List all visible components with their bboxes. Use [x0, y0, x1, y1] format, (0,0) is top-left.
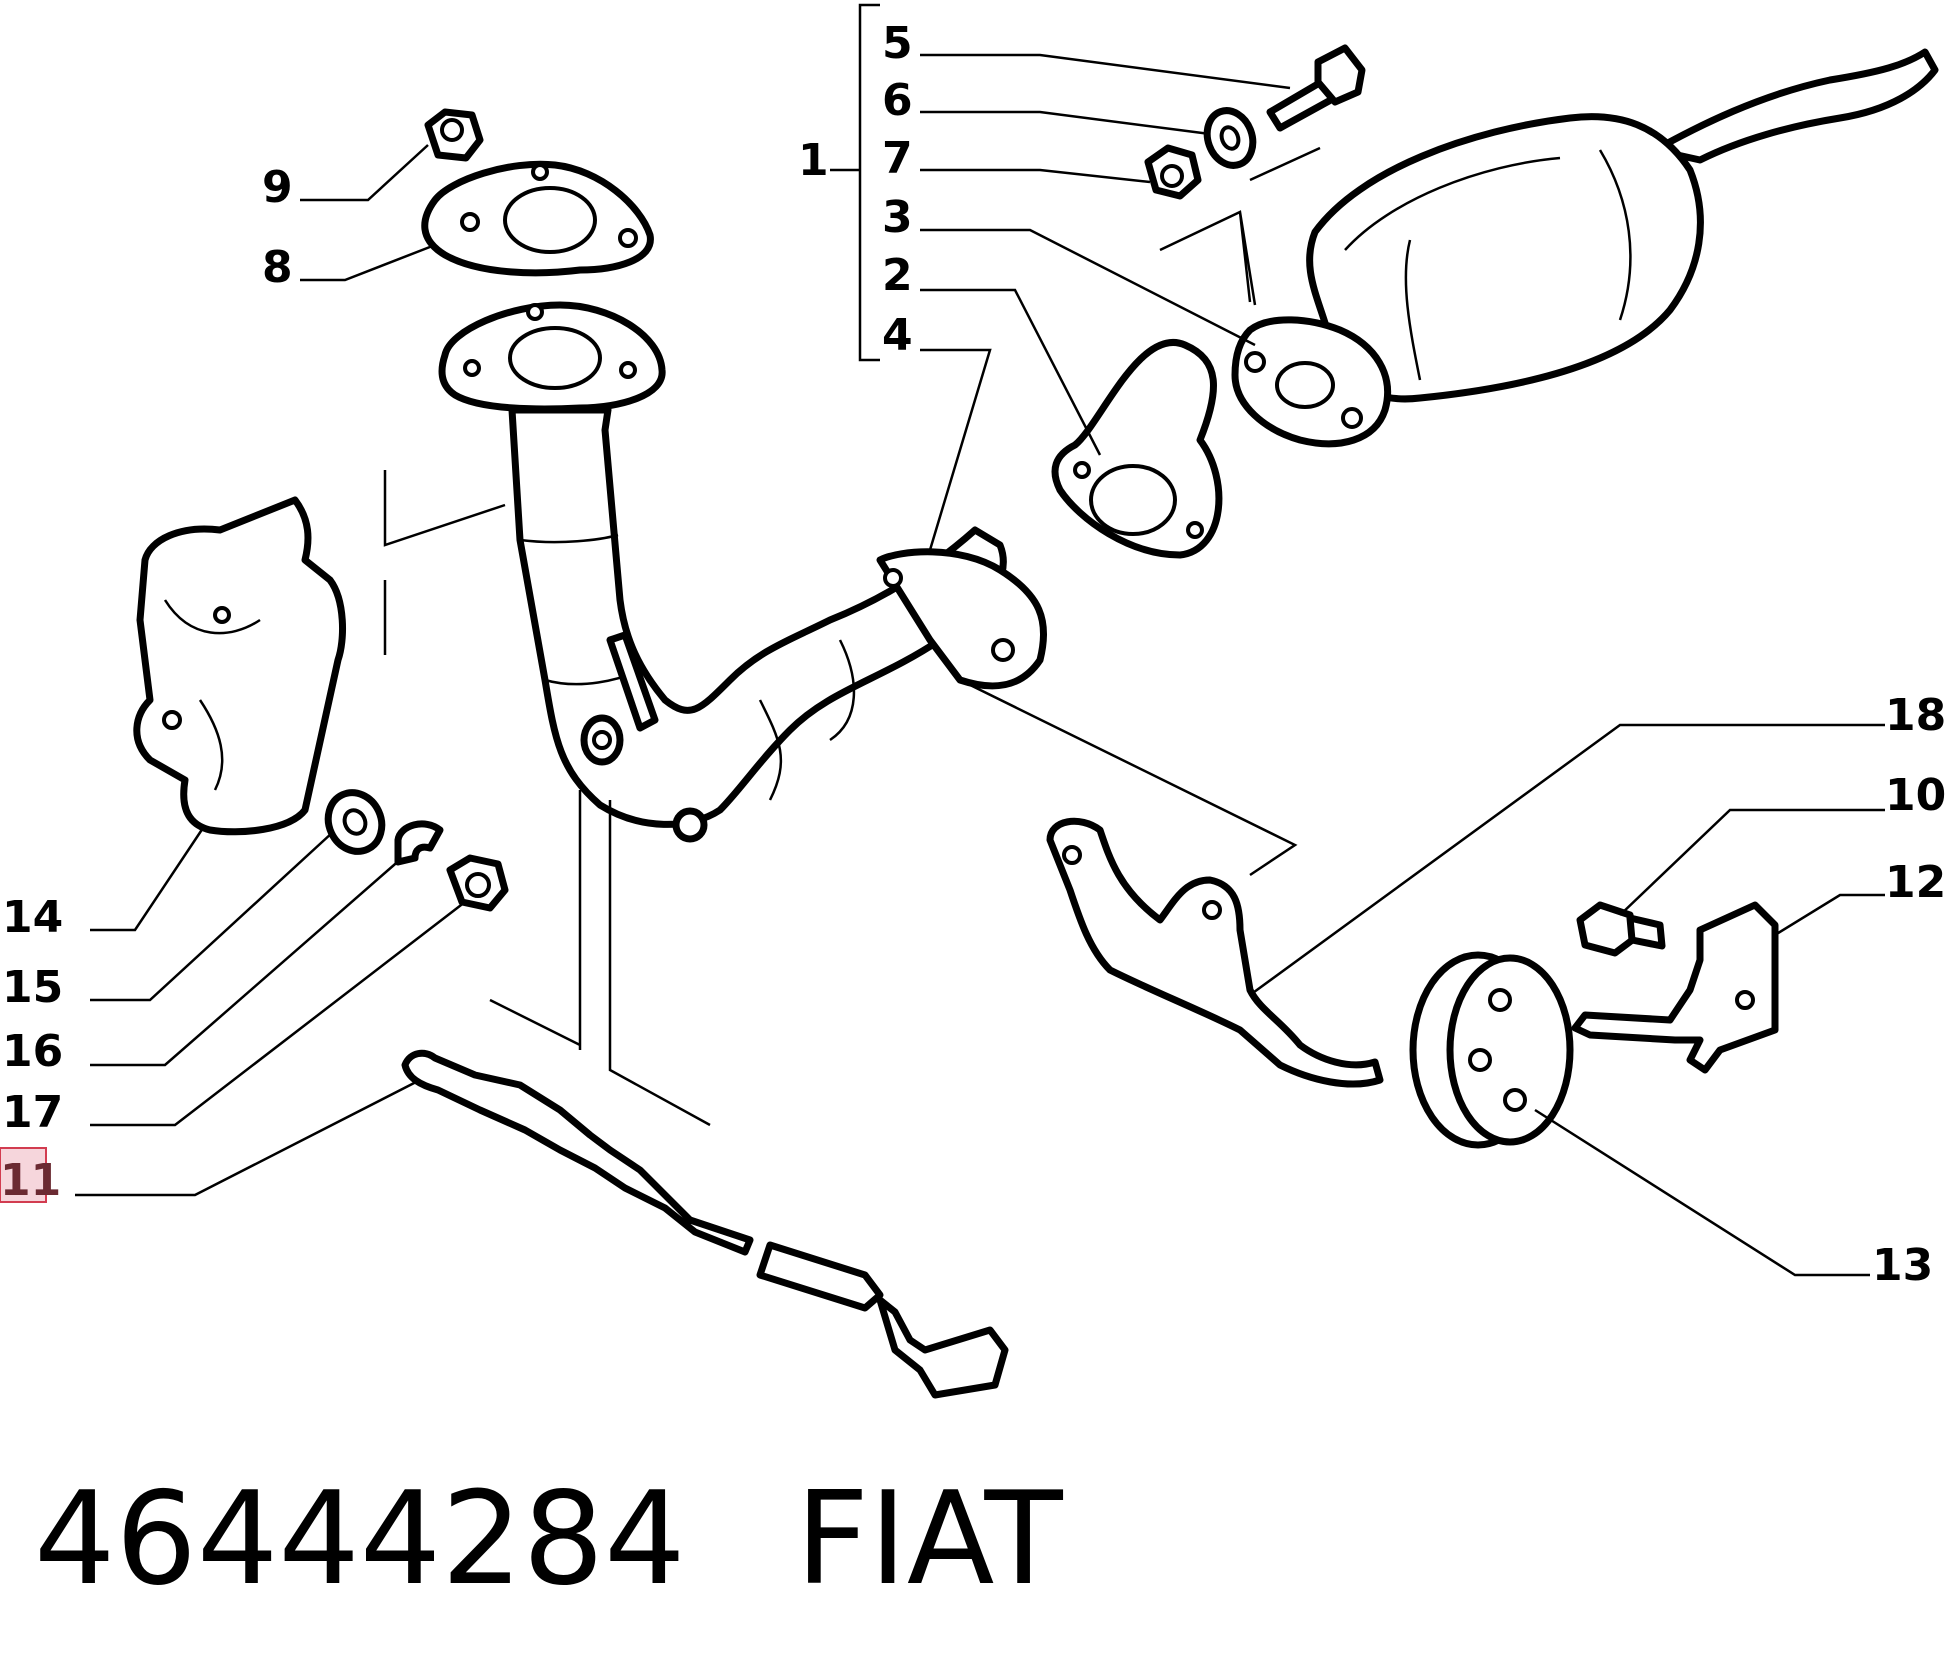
clip-part-16 [394, 820, 444, 866]
part-number: 46444284 [34, 1465, 686, 1614]
callout-9: 9 [262, 162, 293, 213]
group-bracket-part-1 [858, 3, 880, 362]
nut-part-9 [424, 108, 484, 162]
callout-8: 8 [262, 242, 293, 293]
rear-catalytic-converter [1231, 48, 1939, 448]
callout-17: 17 [2, 1087, 63, 1138]
callout-7: 7 [882, 133, 913, 184]
callout-11: 11 [0, 1155, 61, 1206]
flange-part-8 [421, 160, 654, 277]
alignment-line-bracket [959, 678, 1298, 877]
washer-part-6 [1203, 107, 1257, 169]
alignment-lines-bolts [1159, 146, 1321, 306]
bolt-part-10 [1576, 901, 1666, 957]
exhaust-parts-diagram: 5 6 7 1 3 2 4 9 8 18 10 12 14 15 16 17 1… [0, 3, 1946, 1399]
callout-5: 5 [882, 18, 913, 69]
callout-18: 18 [1885, 690, 1946, 741]
heat-shield-part-14 [133, 496, 347, 836]
callout-2: 2 [882, 250, 913, 301]
brand-name: FIAT [795, 1465, 1063, 1614]
callout-14: 14 [2, 892, 63, 943]
callout-6: 6 [882, 75, 913, 126]
callout-4: 4 [882, 310, 913, 361]
callout-11-highlight [0, 1147, 47, 1203]
callout-10: 10 [1885, 770, 1946, 821]
rubber-mount-part-13 [1409, 951, 1574, 1149]
callout-3: 3 [882, 192, 913, 243]
callout-labels: 5 6 7 1 3 2 4 9 8 18 10 12 14 15 16 17 1… [0, 18, 1946, 1291]
gasket-part-2 [1051, 338, 1223, 559]
bracket-part-12 [1571, 901, 1779, 1074]
bracket-part-18 [1046, 817, 1384, 1088]
part-number-footer: 46444284 FIAT [34, 1460, 1934, 1620]
leader-lines [75, 53, 1885, 1277]
nut-part-7 [1144, 144, 1202, 200]
bolt-part-5 [1266, 44, 1366, 132]
nut-part-17 [446, 854, 509, 912]
washer-part-15 [324, 789, 386, 855]
callout-16: 16 [2, 1026, 63, 1077]
callout-1: 1 [798, 135, 829, 186]
callout-15: 15 [2, 962, 63, 1013]
front-pipe-with-catalyst [438, 301, 1048, 843]
callout-13: 13 [1872, 1240, 1933, 1291]
alignment-lines-pipe [383, 470, 711, 1127]
callout-12: 12 [1885, 857, 1946, 908]
oxygen-sensor-part-11 [401, 1049, 1009, 1399]
